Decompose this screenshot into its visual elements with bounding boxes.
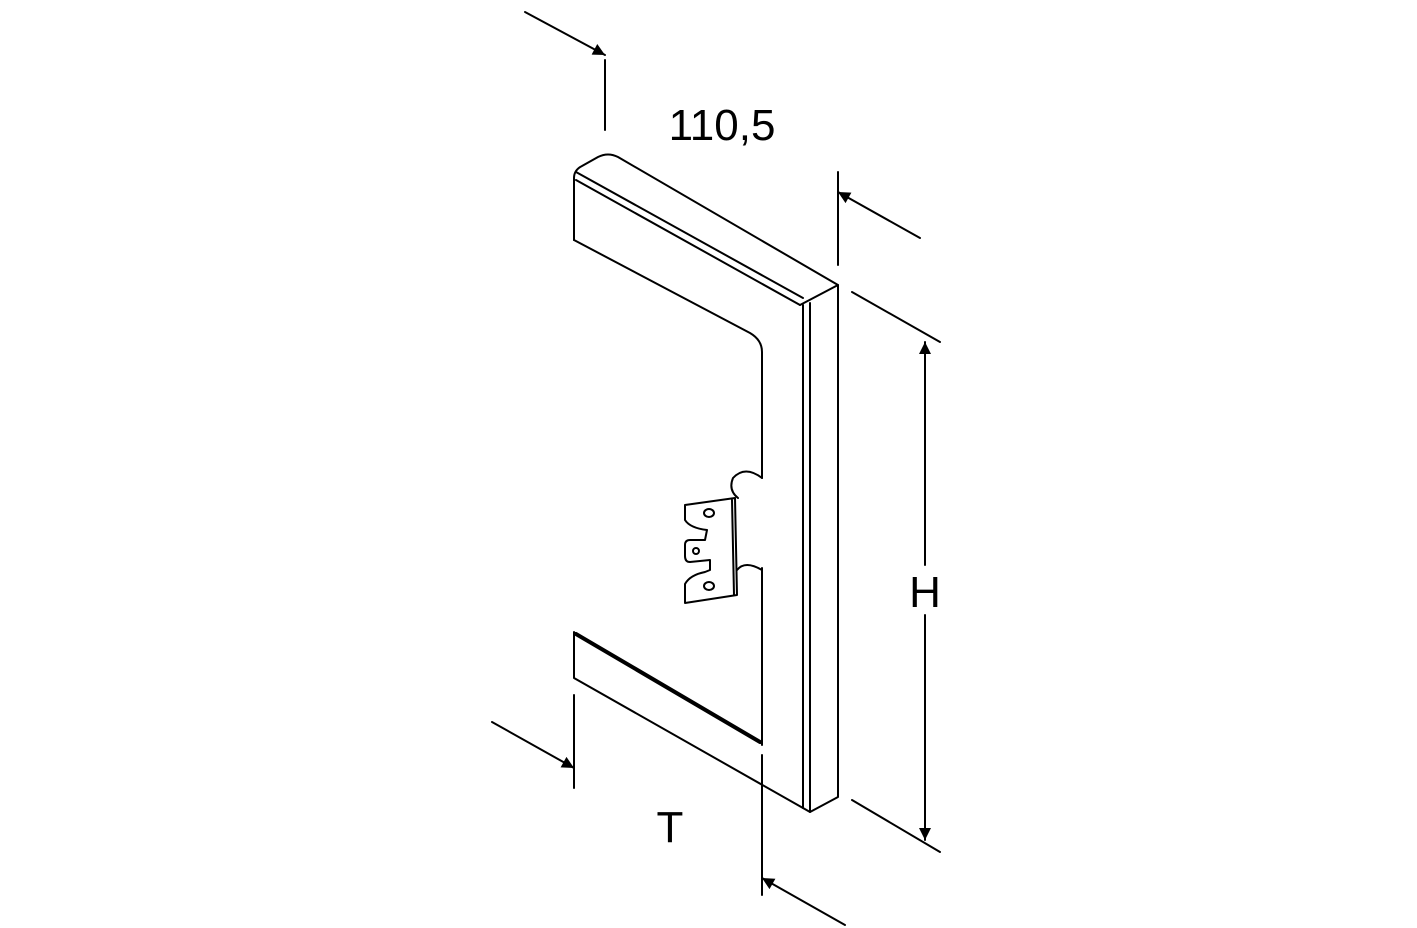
- height-label: H: [909, 568, 941, 617]
- dimension-depth: T: [491, 694, 846, 926]
- dimension-width: 110,5: [524, 11, 921, 266]
- mounting-clip: [684, 470, 763, 604]
- width-label: 110,5: [669, 101, 776, 150]
- depth-label: T: [657, 803, 684, 852]
- dimension-height: H: [851, 291, 941, 853]
- end-piece-part: [573, 153, 839, 813]
